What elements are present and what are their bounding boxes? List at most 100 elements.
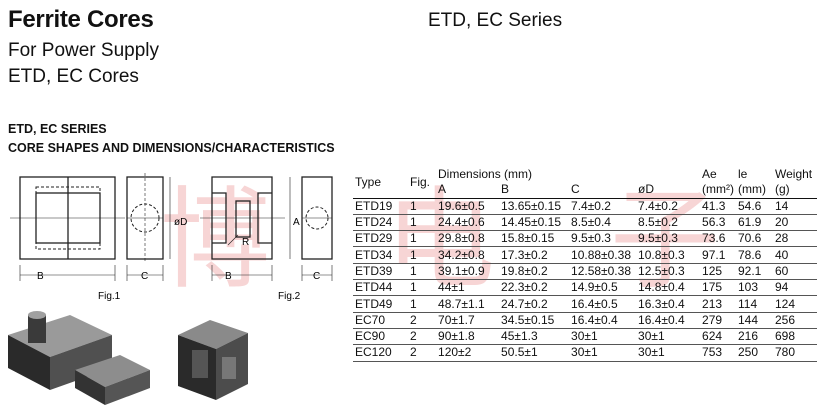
cell-le: 250 — [736, 344, 773, 362]
cell-fig: 1 — [406, 230, 433, 248]
cell-c: 10.88±0.38 — [569, 246, 637, 264]
cell-fig: 1 — [406, 263, 433, 281]
fig1-side-view — [126, 173, 171, 281]
cell-le: 70.6 — [736, 230, 773, 248]
cell-ae: 97.1 — [700, 246, 736, 264]
b-header: B — [499, 182, 570, 199]
fig1-dim-c: C — [141, 271, 148, 282]
cell-w: 94 — [773, 279, 817, 297]
cell-d: 9.5±0.3 — [636, 230, 701, 248]
cell-b: 13.65±0.15 — [499, 198, 570, 215]
dimensions-table: Dimensions (mm) Ae le Weight Type Fig. A… — [353, 167, 817, 362]
cell-c: 30±1 — [569, 328, 637, 346]
fig2-side-view — [301, 176, 333, 281]
cell-w: 28 — [773, 230, 817, 248]
cell-d: 8.5±0.2 — [636, 214, 701, 232]
cell-w: 256 — [773, 312, 817, 329]
fig1-dim-d: øD — [174, 217, 187, 228]
cell-type: ETD29 — [353, 230, 406, 248]
fig1-label: Fig.1 — [98, 291, 121, 302]
cell-w: 40 — [773, 246, 817, 264]
cell-a: 44±1 — [432, 279, 500, 297]
cell-d: 16.3±0.4 — [636, 295, 701, 313]
cell-c: 16.4±0.5 — [569, 295, 637, 313]
cell-type: EC90 — [353, 328, 406, 346]
cell-type: ETD19 — [353, 198, 406, 215]
cell-ae: 753 — [700, 344, 736, 362]
cell-w: 780 — [773, 344, 817, 362]
cell-le: 61.9 — [736, 214, 773, 232]
cell-c: 16.4±0.4 — [569, 312, 637, 329]
cell-type: EC120 — [353, 344, 406, 362]
cell-d: 10.8±0.3 — [636, 246, 701, 264]
fig2-dim-b: B — [225, 271, 232, 282]
fig2-dim-r: R — [242, 237, 249, 248]
cell-a: 19.6±0.5 — [432, 198, 500, 215]
cell-ae: 279 — [700, 312, 736, 329]
cell-a: 34.2±0.8 — [432, 246, 500, 264]
series-heading: ETD, EC Series — [428, 10, 563, 31]
cell-a: 90±1.8 — [432, 328, 500, 346]
cell-b: 24.7±0.2 — [499, 295, 570, 313]
subtitle-cores: ETD, EC Cores — [8, 66, 139, 87]
cell-d: 7.4±0.2 — [636, 198, 701, 215]
cell-le: 92.1 — [736, 263, 773, 281]
cell-b: 19.8±0.2 — [499, 263, 570, 281]
subtitle-power-supply: For Power Supply — [8, 40, 160, 61]
cell-ae: 56.3 — [700, 214, 736, 232]
cell-b: 15.8±0.15 — [499, 230, 570, 248]
cell-fig: 1 — [406, 198, 433, 215]
cell-type: EC70 — [353, 312, 406, 329]
cell-le: 216 — [736, 328, 773, 346]
cell-fig: 2 — [406, 344, 433, 362]
cell-a: 29.8±0.8 — [432, 230, 500, 248]
cell-w: 698 — [773, 328, 817, 346]
cell-c: 12.58±0.38 — [569, 263, 637, 281]
cell-fig: 1 — [406, 279, 433, 297]
cell-c: 7.4±0.2 — [569, 198, 637, 215]
weight-unit: (g) — [773, 182, 817, 199]
page-title: Ferrite Cores — [8, 6, 154, 33]
a-header: A — [432, 182, 500, 199]
cell-le: 103 — [736, 279, 773, 297]
core-drawings: B C øD Fig.1 B A R C Fig.2 — [8, 173, 333, 405]
dimensions-header: Dimensions (mm) — [438, 167, 533, 182]
fig2-dim-c: C — [313, 271, 320, 282]
le-header: le — [738, 167, 748, 182]
cell-w: 14 — [773, 198, 817, 215]
cell-fig: 1 — [406, 246, 433, 264]
ec-core-photo — [178, 320, 248, 400]
cell-a: 70±1.7 — [432, 312, 500, 329]
section-title: ETD, EC SERIES — [8, 122, 107, 136]
cell-ae: 213 — [700, 295, 736, 313]
fig2-dim-a: A — [293, 217, 300, 228]
cell-le: 54.6 — [736, 198, 773, 215]
cell-fig: 2 — [406, 328, 433, 346]
cell-d: 16.4±0.4 — [636, 312, 701, 329]
fig2-label: Fig.2 — [278, 291, 301, 302]
cell-w: 60 — [773, 263, 817, 281]
cell-le: 144 — [736, 312, 773, 329]
cell-type: ETD24 — [353, 214, 406, 232]
cell-w: 124 — [773, 295, 817, 313]
c-header: C — [569, 182, 637, 199]
cell-type: ETD44 — [353, 279, 406, 297]
cell-c: 8.5±0.4 — [569, 214, 637, 232]
cell-ae: 41.3 — [700, 198, 736, 215]
fig1-dim-b: B — [37, 271, 44, 282]
d-header: øD — [636, 182, 701, 199]
cell-a: 39.1±0.9 — [432, 263, 500, 281]
cell-b: 14.45±0.15 — [499, 214, 570, 232]
cell-type: ETD34 — [353, 246, 406, 264]
weight-header: Weight — [775, 167, 813, 182]
cell-a: 120±2 — [432, 344, 500, 362]
cell-c: 30±1 — [569, 344, 637, 362]
cell-w: 20 — [773, 214, 817, 232]
cell-ae: 73.6 — [700, 230, 736, 248]
